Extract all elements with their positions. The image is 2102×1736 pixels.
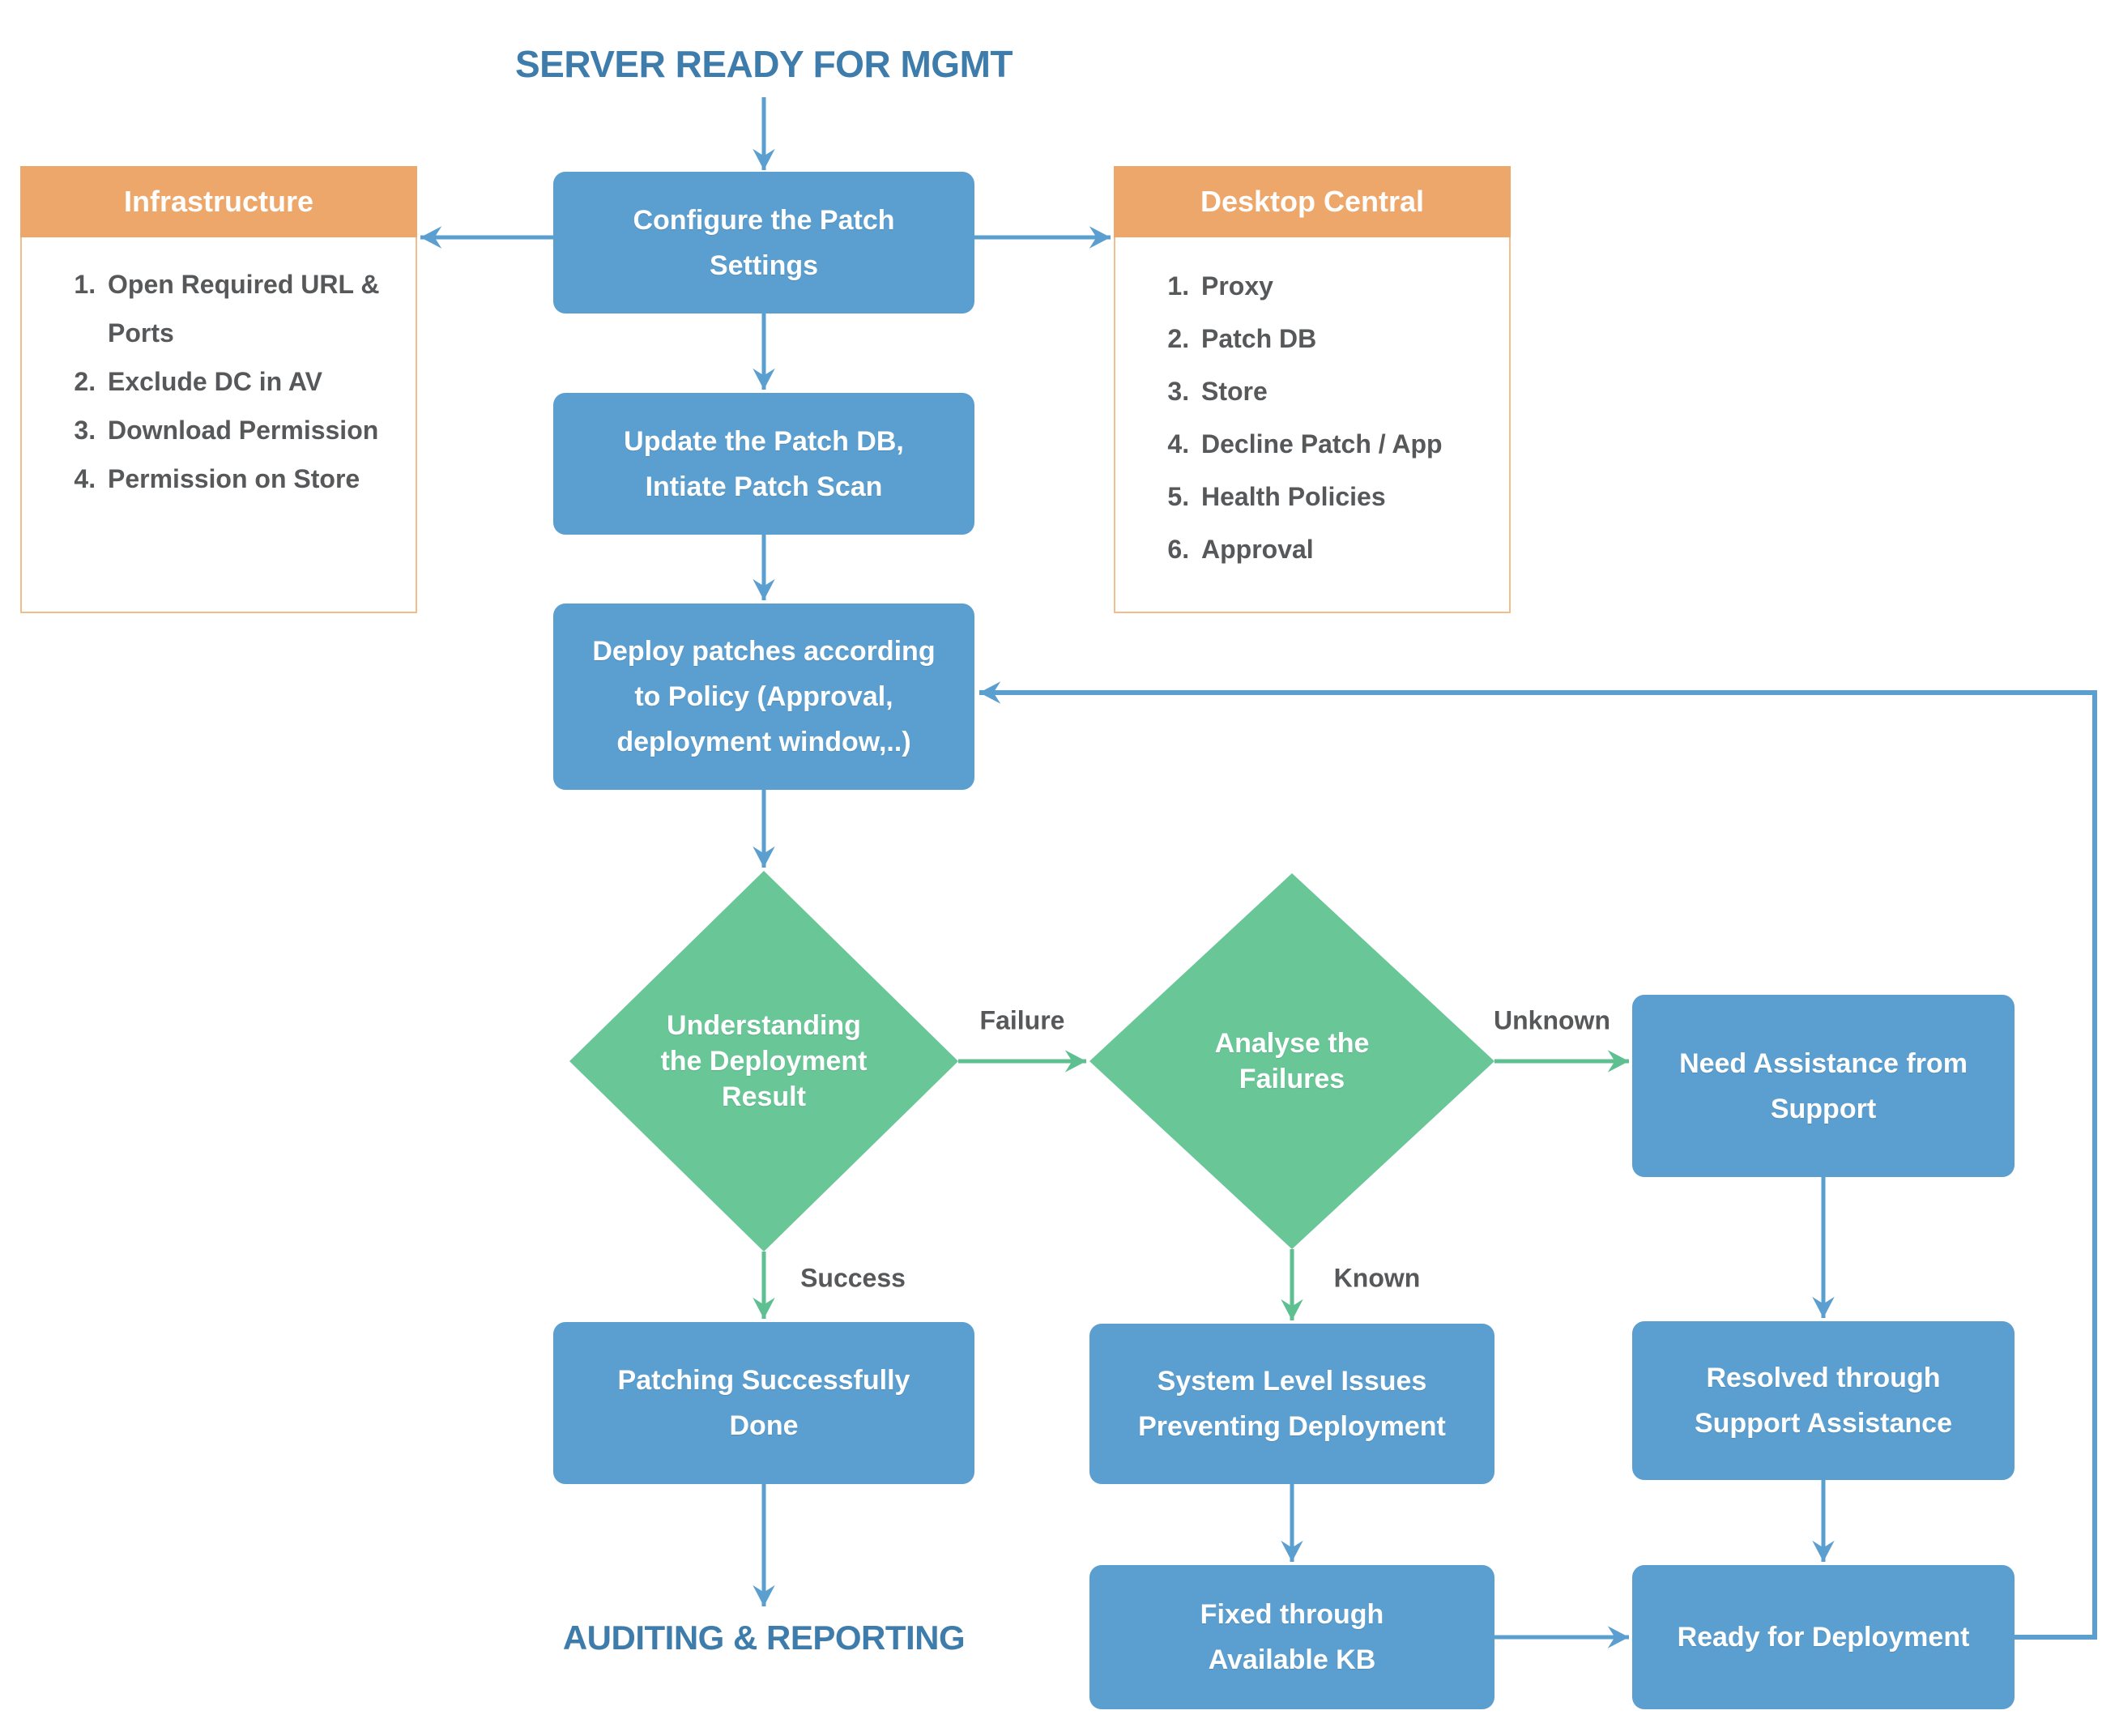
list-item: Decline Patch / App	[1196, 418, 1493, 471]
process-need-assistance: Need Assistance from Support	[1632, 995, 2015, 1177]
list-item: Store	[1196, 365, 1493, 418]
list-item: Health Policies	[1196, 471, 1493, 523]
decision-analyse-shape	[1089, 873, 1494, 1249]
decision-understanding-shape	[569, 871, 958, 1252]
infrastructure-panel: Infrastructure Open Required URL & Ports…	[20, 166, 417, 613]
list-item: Open Required URL & Ports	[103, 260, 399, 357]
process-patching-done: Patching Successfully Done	[553, 1322, 974, 1484]
process-fixed-kb: Fixed through Available KB	[1089, 1565, 1494, 1709]
desktop-central-panel: Desktop Central Proxy Patch DB Store Dec…	[1114, 166, 1511, 613]
process-configure-patch-settings: Configure the Patch Settings	[553, 172, 974, 314]
edge-label-unknown: Unknown	[1494, 1005, 1610, 1035]
list-item: Exclude DC in AV	[103, 357, 399, 406]
desktop-central-panel-header: Desktop Central	[1114, 166, 1511, 237]
decision-analyse-label: Analyse the Failures	[1214, 1028, 1370, 1094]
edge-label-failure: Failure	[979, 1005, 1065, 1035]
edge-ready-loop-to-deploy	[979, 681, 2097, 1640]
process-resolved-support: Resolved through Support Assistance	[1632, 1321, 2015, 1480]
list-item: Download Permission	[103, 406, 399, 454]
edge-label-success: Success	[800, 1263, 906, 1293]
desktop-central-list: Proxy Patch DB Store Decline Patch / App…	[1115, 260, 1493, 576]
list-item: Permission on Store	[103, 454, 399, 503]
process-ready-deployment: Ready for Deployment	[1632, 1565, 2015, 1709]
auditing-reporting-title: AUDITING & REPORTING	[562, 1619, 966, 1657]
process-update-patch-db: Update the Patch DB, Intiate Patch Scan	[553, 393, 974, 535]
list-item: Proxy	[1196, 260, 1493, 313]
edge-label-known: Known	[1333, 1263, 1421, 1293]
list-item: Approval	[1196, 523, 1493, 576]
decision-understanding-label: Understanding the Deployment Result	[660, 1010, 868, 1112]
process-deploy-patches: Deploy patches according to Policy (Appr…	[553, 604, 974, 790]
list-item: Patch DB	[1196, 313, 1493, 365]
process-system-level-issues: System Level Issues Preventing Deploymen…	[1089, 1324, 1494, 1484]
infrastructure-panel-header: Infrastructure	[20, 166, 417, 237]
page-title: SERVER READY FOR MGMT	[515, 43, 1013, 85]
infrastructure-list: Open Required URL & Ports Exclude DC in …	[22, 260, 399, 503]
